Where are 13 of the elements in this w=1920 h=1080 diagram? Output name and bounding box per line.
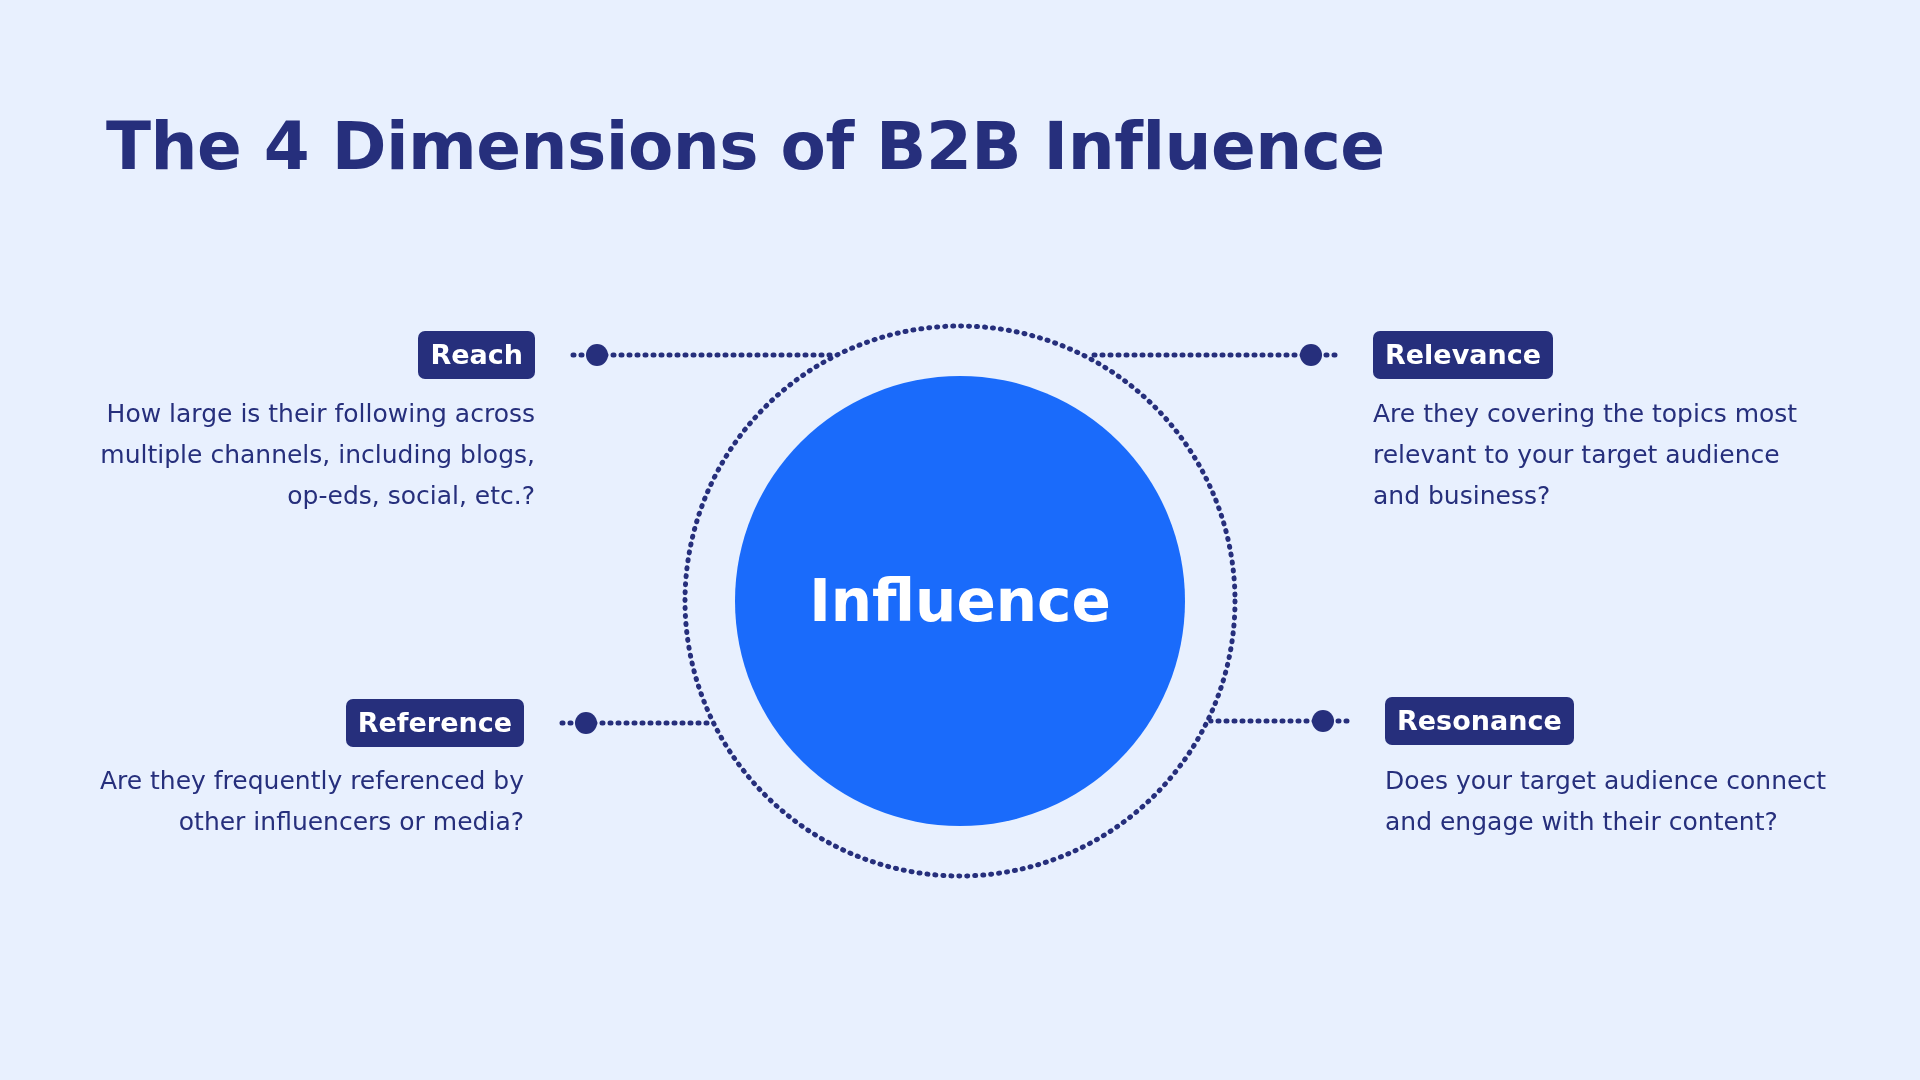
description-text: Are they covering the topics most relevant to your target audience and business? [1373,398,1799,512]
dimension-tag: Reference [345,699,524,747]
dimension-tag: Relevance [1373,331,1554,379]
dotted-connector [570,344,833,366]
influence-circle: Influence [735,376,1185,826]
dimension-tag: Resonance [1385,697,1574,745]
dimension-tag: Reach [418,331,535,379]
dotted-connector [1208,710,1350,732]
description-text: How large is their following across multiple channels, including blogs, op-eds, social, etc.? [99,398,535,512]
description-text: Does your target audience connect and engage with their content? [1385,765,1827,838]
description-text: Are they frequently referenced by other influencers or media? [98,765,524,838]
title: The 4 Dimensions of B2B Influence [106,108,1385,185]
dotted-ring [682,323,1238,879]
